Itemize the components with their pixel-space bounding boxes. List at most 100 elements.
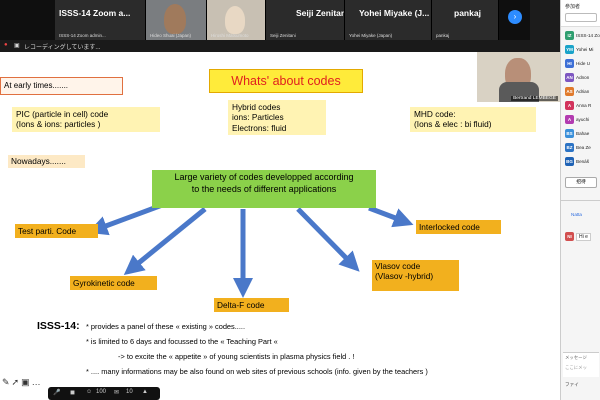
participant-list-name: Hide U [576,61,591,66]
participant-list-name: Bea Ze [576,145,591,150]
participant-strip: ISSS-14 Zoom a... ISSS-14 Zoom admin... … [0,0,530,40]
participant-name: Seiji Zenitani [296,8,345,18]
participant-label: ISSS-14 Zoom admin... [59,33,106,38]
arrow-test [87,201,166,236]
participant-list-item[interactable]: AS Adrian [565,87,600,97]
avatar: BG [565,157,574,166]
nowadays-label: Nowadays....... [8,155,85,168]
arrow-gyro [123,207,207,276]
participant-label: Hideo Shuai (Japan) [150,33,192,38]
arrow-vlasov [296,207,360,272]
next-page-icon[interactable]: › [508,10,522,24]
bullet-item: * .... many informations may be also fou… [86,367,428,376]
chat-icon[interactable]: ✉ [114,390,120,396]
participant-label: Seiji Zenitani [270,33,296,38]
participant-list-item[interactable]: A ayuchi [565,115,600,125]
hybrid-code-box: Hybrid codes ions: Particles Electrons: … [228,100,326,136]
participant-label: Yohei Miyake (Japan) [349,33,393,38]
participant-list-name: Anna R [576,103,592,108]
avatar: IZ [565,31,574,40]
avatar: A [565,101,574,110]
vlasov-code-box: Vlasov code (Vlasov -hybrid) [372,260,459,291]
participant-list-item[interactable]: BZ Bea Ze [565,143,600,153]
bullet-item: -> to excite the « appetite » of young s… [118,352,355,361]
shared-slide: At early times....... Whats' about codes… [0,52,560,400]
participant-list-name: ISSS-14 Zo [576,33,600,38]
invite-button[interactable]: 招待 [565,177,597,188]
interlocked-code-box: Interlocked code [416,220,501,234]
participant-list-name: Bahae [576,131,590,136]
panel-divider [561,200,600,201]
chat-sender: Natta [571,212,582,217]
test-code-box: Test parti. Code [15,224,98,238]
screen-icon[interactable]: ▣ [21,377,30,387]
participant-tile[interactable]: Hiroshi Matsumoto [207,0,266,40]
participant-tile[interactable]: Seiji Zenitani Seiji Zenitani [266,0,345,40]
gyrokinetic-code-box: Gyrokinetic code [70,276,157,290]
participant-tile[interactable]: Hideo Shuai (Japan) [146,0,207,40]
recording-bar: ● ▣ レコーディングしています... [0,40,530,52]
slide-title: Whats' about codes [209,69,363,93]
bullet-item: * is limited to 6 days and focussed to t… [86,337,278,346]
participant-list-item[interactable]: AN Adnon [565,73,600,83]
participant-list-item[interactable]: A Anna R [565,101,600,111]
share-icon[interactable]: ▲ [142,389,148,395]
chat-input-placeholder: ここにメッ [565,365,587,370]
avatar: HI [565,59,574,68]
panel-search-input[interactable] [565,13,597,22]
participant-name: pankaj [454,8,481,18]
participant-list-item[interactable]: HI Hide U [565,59,600,69]
variety-box: Large variety of codes developped accord… [152,170,376,208]
participant-video [164,4,186,34]
panel-title: 参加者 [565,4,581,10]
video-icon[interactable]: ◼ [70,390,75,396]
isss-label: ISSS-14: [37,320,80,332]
file-button[interactable]: ファイ [565,382,579,387]
avatar: YM [565,45,574,54]
early-times-label: At early times....... [0,77,123,95]
lock-icon: ▣ [14,43,20,49]
participant-list-name: Adnon [576,75,590,80]
pic-code-box: PIC (particle in cell) code (Ions & ions… [12,107,160,132]
bullet-item: * provides a panel of these « existing »… [86,322,245,331]
avatar: AS [565,87,574,96]
participant-list-name: ayuchi [576,117,590,122]
participant-list-name: Yohei Mi [576,47,594,52]
participant-label: pankaj [436,33,450,38]
participant-name: Yohei Miyake (J... [359,8,430,18]
arrows-layer [87,201,414,298]
participant-list-item[interactable]: BS Bahae [565,129,600,139]
participant-count: 100 [96,389,107,395]
participant-video [225,6,245,34]
chat-input-label: メッセージ [565,355,587,360]
chat-input[interactable]: メッセージ ここにメッ [563,352,599,377]
presenter-name: Bertrand LEMBEGE [511,96,558,101]
participants-icon[interactable]: ☺ [86,389,93,395]
avatar: BZ [565,143,574,152]
avatar: AN [565,73,574,82]
mic-icon[interactable]: 🎤 [53,390,61,396]
panel-header: 参加者 [561,0,600,27]
participant-list-item[interactable]: BG Benáš [565,157,600,167]
participant-label: Hiroshi Matsumoto [211,33,249,38]
pen-icon[interactable]: ✎ [2,377,10,387]
participant-tile[interactable]: ISSS-14 Zoom a... ISSS-14 Zoom admin... [55,0,146,40]
recording-status: レコーディングしています... [24,45,101,51]
participant-list-item[interactable]: IZ ISSS-14 Zo [565,31,600,41]
chat-message: Hi e [576,233,591,241]
avatar: NI [565,232,574,241]
participant-tile[interactable]: Yohei Miyake (J... Yohei Miyake (Japan) [345,0,432,40]
avatar: BS [565,129,574,138]
chat-count: 10 [126,389,133,395]
participant-tile[interactable]: pankaj pankaj [432,0,499,40]
participant-list-name: Benáš [576,159,590,164]
slide-tools: ✎➚▣… [2,372,43,390]
more-icon[interactable]: … [31,377,41,387]
participant-list-item[interactable]: YM Yohei Mi [565,45,600,55]
delta-f-code-box: Delta-F code [214,298,289,312]
recording-icon: ● [4,42,8,48]
participants-panel: 参加者 IZ ISSS-14 Zo YM Yohei Mi HI Hide U … [560,0,600,400]
presenter-video[interactable]: Bertrand LEMBEGE [477,52,560,102]
arrow-interlocked [368,205,414,228]
arrow-tool-icon[interactable]: ➚ [11,377,20,387]
